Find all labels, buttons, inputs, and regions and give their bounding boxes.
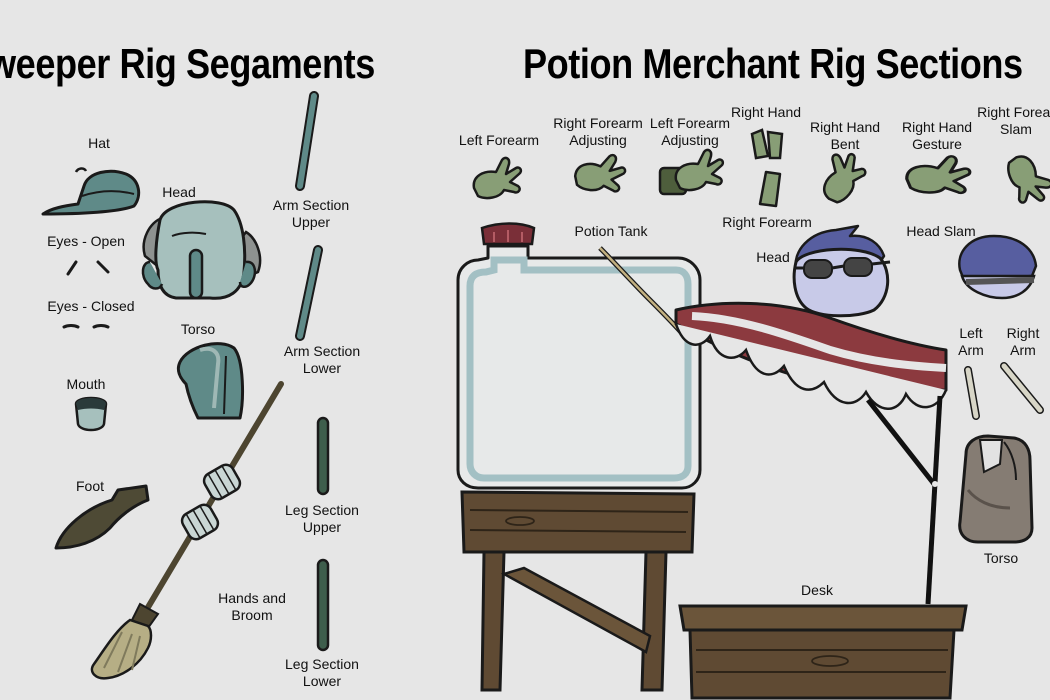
right-hand-sprite bbox=[750, 128, 784, 160]
left-forearm-sprite bbox=[472, 156, 523, 200]
label-head-slam: Head Slam bbox=[906, 223, 976, 239]
left-arm-sprite bbox=[964, 366, 980, 420]
right-forearm-slam-sprite bbox=[1005, 150, 1050, 207]
merchant-section-title: Potion Merchant Rig Sections bbox=[523, 40, 1023, 87]
eyes-closed-sprite bbox=[62, 324, 110, 329]
label-left-forearm: Left Forearm bbox=[458, 132, 540, 148]
right-forearm-adjusting-sprite bbox=[571, 145, 630, 200]
hat-sprite bbox=[41, 167, 141, 216]
label-mouth: Mouth bbox=[66, 376, 106, 392]
label-merchant-torso: Torso bbox=[983, 550, 1019, 566]
label-sweeper-head: Head bbox=[162, 184, 196, 200]
label-eyes-open: Eyes - Open bbox=[47, 233, 125, 249]
label-foot: Foot bbox=[75, 478, 105, 494]
right-hand-gesture-sprite bbox=[903, 147, 974, 201]
label-right-hand: Right Hand bbox=[730, 104, 802, 120]
awning-pole-sprite bbox=[866, 395, 943, 605]
label-hat: Hat bbox=[88, 135, 110, 151]
sweeper-head-sprite bbox=[141, 200, 262, 300]
awning-sprite bbox=[674, 301, 948, 410]
label-merchant-head: Head bbox=[756, 249, 790, 265]
right-forearm-sprite bbox=[758, 170, 782, 208]
sweeper-torso-sprite bbox=[176, 342, 244, 420]
label-potion-tank: Potion Tank bbox=[574, 223, 648, 239]
left-forearm-adjusting-sprite bbox=[658, 148, 725, 196]
merchant-head-sprite bbox=[792, 224, 891, 318]
foot-sprite bbox=[54, 484, 150, 550]
label-right-forearm: Right Forearm bbox=[722, 214, 812, 230]
wooden-stand-sprite bbox=[460, 490, 696, 692]
sweeper-section-title: weeper Rig Segaments bbox=[0, 40, 375, 87]
leg-section-upper-sprite bbox=[316, 416, 330, 496]
hands-and-broom-sprite bbox=[90, 381, 284, 680]
arm-section-upper-sprite bbox=[295, 91, 319, 191]
head-slam-sprite bbox=[958, 234, 1038, 300]
label-desk: Desk bbox=[801, 582, 833, 598]
right-hand-bent-sprite bbox=[808, 144, 873, 208]
label-sweeper-torso: Torso bbox=[180, 321, 216, 337]
desk-sprite bbox=[678, 604, 968, 700]
right-arm-sprite bbox=[1000, 362, 1044, 414]
merchant-torso-sprite bbox=[958, 434, 1034, 544]
label-eyes-closed: Eyes - Closed bbox=[47, 298, 135, 314]
potion-tank-sprite bbox=[456, 222, 702, 490]
eyes-open-sprite bbox=[66, 260, 110, 276]
leg-section-lower-sprite bbox=[316, 558, 330, 652]
mouth-sprite bbox=[74, 396, 108, 432]
arm-section-lower-sprite bbox=[295, 245, 323, 341]
